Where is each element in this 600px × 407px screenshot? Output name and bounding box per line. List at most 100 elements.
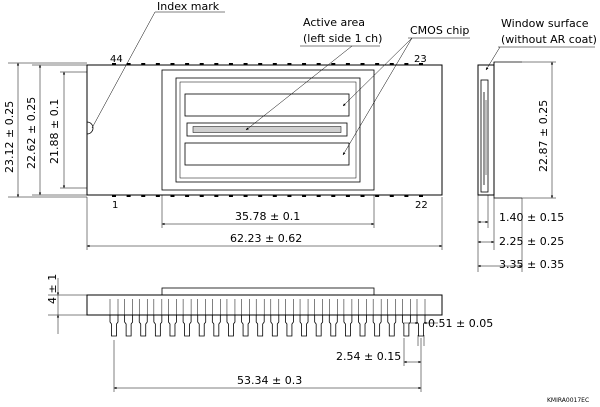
top-pin (141, 63, 146, 65)
cmos-chip-outline (175, 77, 361, 183)
bottom-pin (228, 195, 233, 197)
dim-height-package: 22.62 ± 0.25 (25, 97, 38, 169)
top-pin (389, 63, 394, 65)
front-lead (124, 315, 134, 337)
pin-1-label: 1 (112, 200, 118, 211)
bottom-pin (331, 195, 336, 197)
bottom-pin (375, 195, 380, 197)
front-lead (241, 315, 250, 337)
dim-height-side: 22.87 ± 0.25 (537, 100, 550, 172)
front-lead (285, 315, 294, 337)
active-area-label-line1: Active area (303, 16, 365, 29)
top-view (86, 63, 443, 197)
top-pin (316, 63, 321, 65)
dim-width-chip: 35.78 ± 0.1 (235, 210, 300, 223)
bottom-pin (258, 195, 263, 197)
top-pin (243, 63, 248, 65)
bottom-pin (287, 195, 292, 197)
side-lead-bottom (493, 195, 522, 199)
top-pin (302, 63, 307, 65)
dim-lead-width: 0.51 ± 0.05 (428, 317, 493, 330)
bottom-pin (185, 195, 190, 197)
top-pin (155, 63, 160, 65)
front-lead (401, 315, 411, 337)
bottom-pin (316, 195, 321, 197)
side-lead-top (493, 61, 522, 65)
cmos-chip-leader-1 (342, 37, 413, 107)
dim-width-total: 62.23 ± 0.62 (230, 232, 302, 245)
bottom-pin (199, 195, 204, 197)
bottom-pin (126, 195, 131, 197)
dim-span: 53.34 ± 0.3 (237, 374, 302, 387)
top-pin (112, 63, 116, 65)
dim-pitch: 2.54 ± 0.15 (336, 350, 401, 363)
side-width-dimensions (477, 195, 523, 272)
index-mark-label: Index mark (157, 0, 220, 13)
front-lead (314, 315, 324, 337)
front-window (161, 287, 375, 296)
bottom-pin (360, 195, 365, 197)
front-lead (226, 315, 236, 337)
side-window (480, 79, 489, 193)
dim-height-total: 23.12 ± 0.25 (3, 101, 16, 173)
left-dimensions (8, 62, 87, 198)
bottom-pin (112, 195, 116, 197)
bottom-pin (272, 195, 277, 197)
front-lead (153, 315, 163, 337)
side-view (477, 61, 522, 199)
sensor-strip-bottom (184, 142, 350, 166)
front-lead (372, 315, 382, 337)
front-lead (255, 315, 265, 337)
window-surface-leader (485, 46, 501, 71)
top-pin (345, 63, 350, 65)
top-pin (419, 63, 423, 65)
front-lead (211, 315, 221, 337)
bottom-pin (170, 195, 175, 197)
drawing-code: KMIRA0017EC (547, 397, 589, 404)
window-surface-label-line1: Window surface (501, 17, 589, 30)
top-pin (199, 63, 204, 65)
active-area-label-line2: (left side 1 ch) (303, 32, 382, 45)
dim-side-2: 2.25 ± 0.25 (499, 235, 564, 248)
front-lead (299, 315, 309, 337)
cmos-chip-inner (179, 81, 357, 179)
window-frame (161, 69, 375, 191)
index-mark-leader (91, 11, 156, 129)
pin-23-label: 23 (414, 54, 427, 65)
top-pin (360, 63, 365, 65)
front-view (86, 287, 443, 337)
pin-44-label: 44 (110, 54, 123, 65)
front-lead (182, 315, 192, 337)
bottom-pin (155, 195, 160, 197)
sensor-strip-top (184, 93, 350, 117)
front-lead (138, 315, 148, 337)
front-lead (270, 315, 280, 337)
top-pin (404, 63, 409, 65)
bottom-pin (345, 195, 350, 197)
active-area-leader (245, 45, 353, 131)
window-surface-label-line2: (without AR coat) (501, 33, 597, 46)
front-lead (387, 315, 397, 337)
top-pin (258, 63, 263, 65)
top-pin (170, 63, 175, 65)
active-area-fill (192, 126, 342, 133)
bottom-pin (141, 195, 146, 197)
bottom-pin (419, 195, 423, 197)
bottom-pin (389, 195, 394, 197)
cmos-chip-leader-2 (342, 37, 413, 156)
top-pin (185, 63, 190, 65)
top-pin (228, 63, 233, 65)
active-area-strip (186, 122, 348, 137)
cmos-chip-label: CMOS chip (410, 24, 469, 37)
dim-side-3: 3.35 ± 0.35 (499, 258, 564, 271)
pin-22-label: 22 (415, 200, 428, 211)
front-lead (197, 315, 207, 337)
bottom-pin (214, 195, 219, 197)
top-pin (126, 63, 131, 65)
bottom-pin (243, 195, 248, 197)
dim-lead-height: 4 ± 1 (46, 274, 59, 304)
top-pin (375, 63, 380, 65)
top-view-width-dimensions (86, 195, 443, 250)
top-pin (287, 63, 292, 65)
